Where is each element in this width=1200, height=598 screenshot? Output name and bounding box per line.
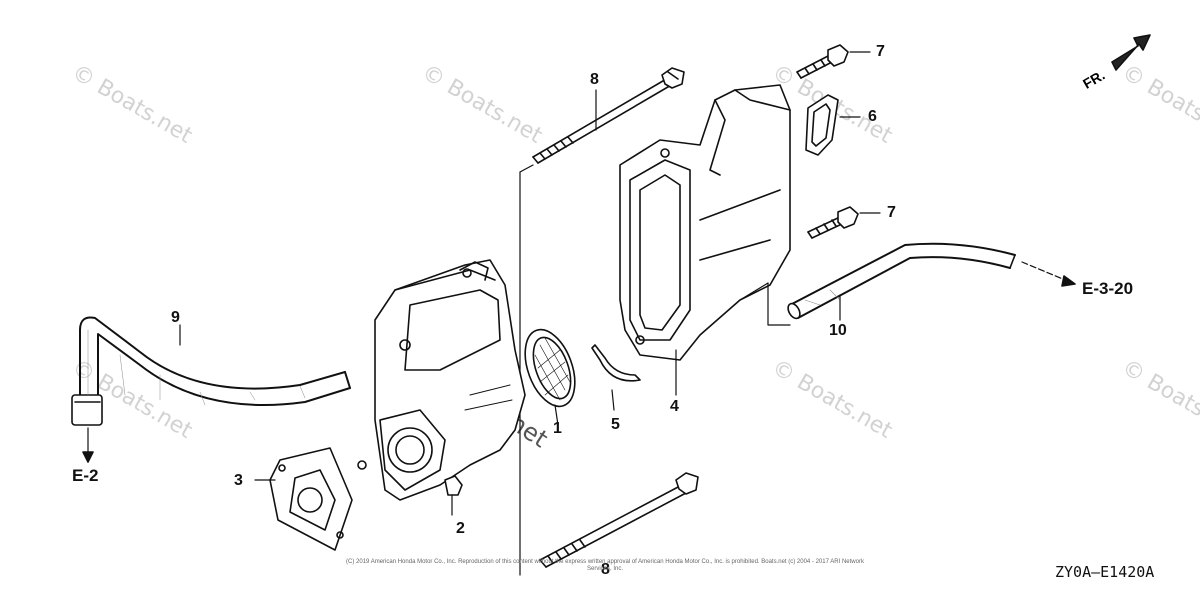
callout-4: 4	[670, 398, 679, 415]
tube-9	[71, 316, 351, 426]
tube-10	[787, 242, 1016, 320]
ref-e2: E-2	[72, 466, 99, 485]
cover-4	[619, 84, 791, 396]
bolt-8-upper	[532, 67, 685, 164]
callout-2: 2	[456, 520, 465, 537]
callout-3: 3	[234, 472, 243, 489]
callout-10: 10	[829, 322, 847, 339]
bolt-7-upper	[796, 44, 871, 79]
callout-9: 9	[171, 309, 180, 326]
bolt-8-lower	[539, 472, 699, 568]
diagram-code: ZY0A—E1420A	[1055, 563, 1155, 581]
callout-6: 6	[868, 108, 877, 125]
screen-1	[524, 328, 576, 426]
callout-1: 1	[553, 420, 562, 437]
gasket-3	[269, 447, 353, 551]
callout-8-lower: 8	[601, 561, 610, 578]
callout-7-upper: 7	[876, 43, 885, 60]
callout-8-upper: 8	[590, 71, 599, 88]
copyright-notice: (C) 2019 American Honda Motor Co., Inc. …	[346, 559, 864, 572]
grommet-6	[805, 94, 861, 156]
housing-2	[357, 259, 526, 516]
callout-5: 5	[611, 416, 620, 433]
clip-5	[591, 344, 641, 411]
front-arrow-icon	[1111, 34, 1151, 71]
bolt-7-lower	[807, 206, 881, 239]
callout-7-lower: 7	[887, 204, 896, 221]
ref-e3-20: E-3-20	[1082, 279, 1134, 298]
